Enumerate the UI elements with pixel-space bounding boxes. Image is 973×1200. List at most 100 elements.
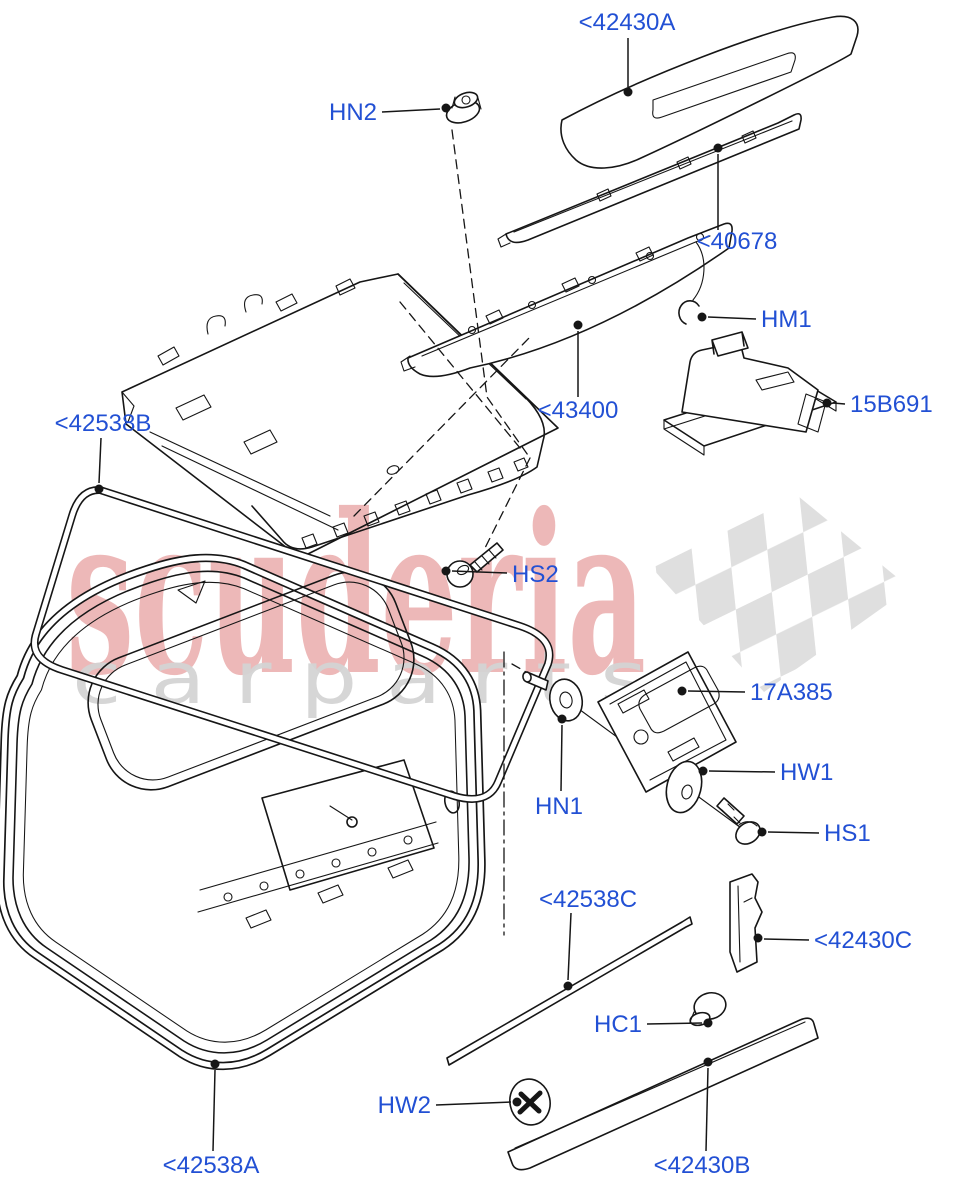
leader-dot-HW2 bbox=[512, 1097, 522, 1107]
reinforcement-hole bbox=[467, 325, 477, 335]
door-bolt bbox=[295, 869, 305, 879]
leader-dot-HN1 bbox=[557, 714, 567, 724]
leader-line-HS1 bbox=[767, 831, 820, 834]
screw-shaft bbox=[469, 542, 504, 573]
part-label-42538B[interactable]: <42538B bbox=[55, 410, 152, 437]
dashed-guide bbox=[399, 301, 521, 449]
bracket-17A385-drawing bbox=[597, 651, 737, 793]
washer-hole bbox=[681, 784, 693, 800]
leader-dot-HN2 bbox=[441, 103, 451, 113]
part-label-42538A[interactable]: <42538A bbox=[163, 1152, 260, 1179]
leader-dot-15B691 bbox=[822, 398, 832, 408]
leader-dot-42538A bbox=[210, 1059, 220, 1069]
door-bolt bbox=[367, 847, 377, 857]
part-label-HC1[interactable]: HC1 bbox=[594, 1011, 642, 1038]
strip-tabs bbox=[596, 130, 757, 202]
lamp-right-face bbox=[797, 393, 827, 433]
screw-head bbox=[735, 821, 761, 845]
bracket-slots bbox=[617, 689, 700, 762]
door-bolt bbox=[259, 881, 269, 891]
part-label-HM1[interactable]: HM1 bbox=[761, 306, 812, 333]
door-bolt bbox=[223, 892, 233, 902]
strip-outline bbox=[505, 113, 802, 244]
reinforcement-outline bbox=[407, 222, 733, 378]
part-label-HN2[interactable]: HN2 bbox=[329, 99, 377, 126]
screw-head-dome bbox=[738, 821, 758, 827]
lamp-slot bbox=[755, 371, 795, 391]
leader-line-HW1 bbox=[708, 770, 776, 773]
leader-line-HW2 bbox=[435, 1101, 512, 1106]
dashed-guide bbox=[451, 129, 531, 459]
phillips-cross bbox=[517, 1090, 543, 1115]
finisher-inner-line bbox=[514, 1021, 806, 1149]
bracket-inner-line bbox=[737, 885, 753, 963]
clip-hook bbox=[678, 300, 700, 325]
panel-tabs bbox=[157, 278, 356, 366]
leader-dot-HS1 bbox=[757, 827, 767, 837]
seal-tube-core bbox=[0, 555, 485, 1069]
finisher-end-fold bbox=[507, 1151, 513, 1164]
door-window-aperture bbox=[87, 571, 415, 791]
screw-threads bbox=[721, 803, 741, 824]
bracket-outline bbox=[729, 873, 763, 973]
washer-HW1-drawing bbox=[665, 760, 703, 814]
part-label-HW1[interactable]: HW1 bbox=[780, 759, 833, 786]
leader-line-HN1 bbox=[560, 724, 563, 792]
skin-clip-row bbox=[301, 457, 529, 549]
leader-dot-HM1 bbox=[697, 312, 707, 322]
pin-head-center bbox=[559, 691, 573, 709]
reinforcement-hole bbox=[695, 232, 705, 242]
pin-head bbox=[548, 678, 584, 722]
pin-HN1-drawing bbox=[522, 671, 584, 722]
screw-threads bbox=[474, 549, 497, 571]
part-label-42538C[interactable]: <42538C bbox=[539, 886, 637, 913]
part-label-HS2[interactable]: HS2 bbox=[512, 561, 559, 588]
bracket-hole bbox=[633, 729, 649, 745]
spoiler-42430A-drawing bbox=[560, 15, 859, 169]
seal-42538B-drawing bbox=[30, 486, 554, 803]
lamp-body bbox=[681, 341, 819, 433]
finisher-42430B-drawing bbox=[507, 1017, 819, 1171]
leader-dot-43400 bbox=[573, 320, 583, 330]
lamp-socket bbox=[711, 331, 749, 357]
nut-HN2-drawing bbox=[445, 91, 482, 124]
washer-HW2-drawing bbox=[509, 1078, 551, 1126]
part-label-HN1[interactable]: HN1 bbox=[535, 793, 583, 820]
leader-dot-HC1 bbox=[703, 1018, 713, 1028]
leader-line-42538B bbox=[98, 437, 102, 484]
clip-wire bbox=[692, 241, 705, 301]
part-label-42430A[interactable]: <42430A bbox=[579, 9, 676, 36]
leader-dot-42538C bbox=[563, 981, 573, 991]
panel-outline bbox=[121, 273, 559, 559]
part-label-17A385[interactable]: 17A385 bbox=[750, 679, 833, 706]
nut-bore bbox=[461, 95, 471, 105]
part-label-43400[interactable]: <43400 bbox=[538, 397, 619, 424]
leader-dot-17A385 bbox=[677, 686, 687, 696]
panel-band-lines bbox=[149, 431, 339, 531]
part-label-HW2[interactable]: HW2 bbox=[378, 1092, 431, 1119]
skin-oval-hole bbox=[386, 465, 400, 475]
door-fastener-band bbox=[197, 821, 439, 913]
clip-stem bbox=[689, 1011, 695, 1023]
strip-inner-line bbox=[513, 120, 793, 233]
leader-dot-42538B bbox=[94, 484, 104, 494]
part-label-42430C[interactable]: <42430C bbox=[814, 927, 912, 954]
part-label-40678[interactable]: <40678 bbox=[697, 228, 778, 255]
strip-42538C-drawing bbox=[446, 916, 693, 1066]
leader-dot-40678 bbox=[713, 143, 723, 153]
seal-42538A-drawing bbox=[0, 553, 486, 1071]
bracket-plate bbox=[597, 651, 737, 793]
door-corner-detail bbox=[177, 580, 206, 604]
panel-inner-rects bbox=[175, 394, 278, 455]
leader-line-15B691 bbox=[832, 402, 846, 405]
part-label-15B691[interactable]: 15B691 bbox=[850, 391, 933, 418]
bracket-cutout bbox=[638, 665, 720, 734]
screw-head-top bbox=[456, 564, 470, 576]
part-label-HS1[interactable]: HS1 bbox=[824, 820, 871, 847]
leader-line-HM1 bbox=[707, 316, 757, 320]
part-label-42430B[interactable]: <42430B bbox=[654, 1152, 751, 1179]
clip-HC1-drawing bbox=[689, 991, 727, 1027]
reinforcement-clips bbox=[485, 246, 654, 325]
dashed-guide bbox=[353, 334, 533, 517]
